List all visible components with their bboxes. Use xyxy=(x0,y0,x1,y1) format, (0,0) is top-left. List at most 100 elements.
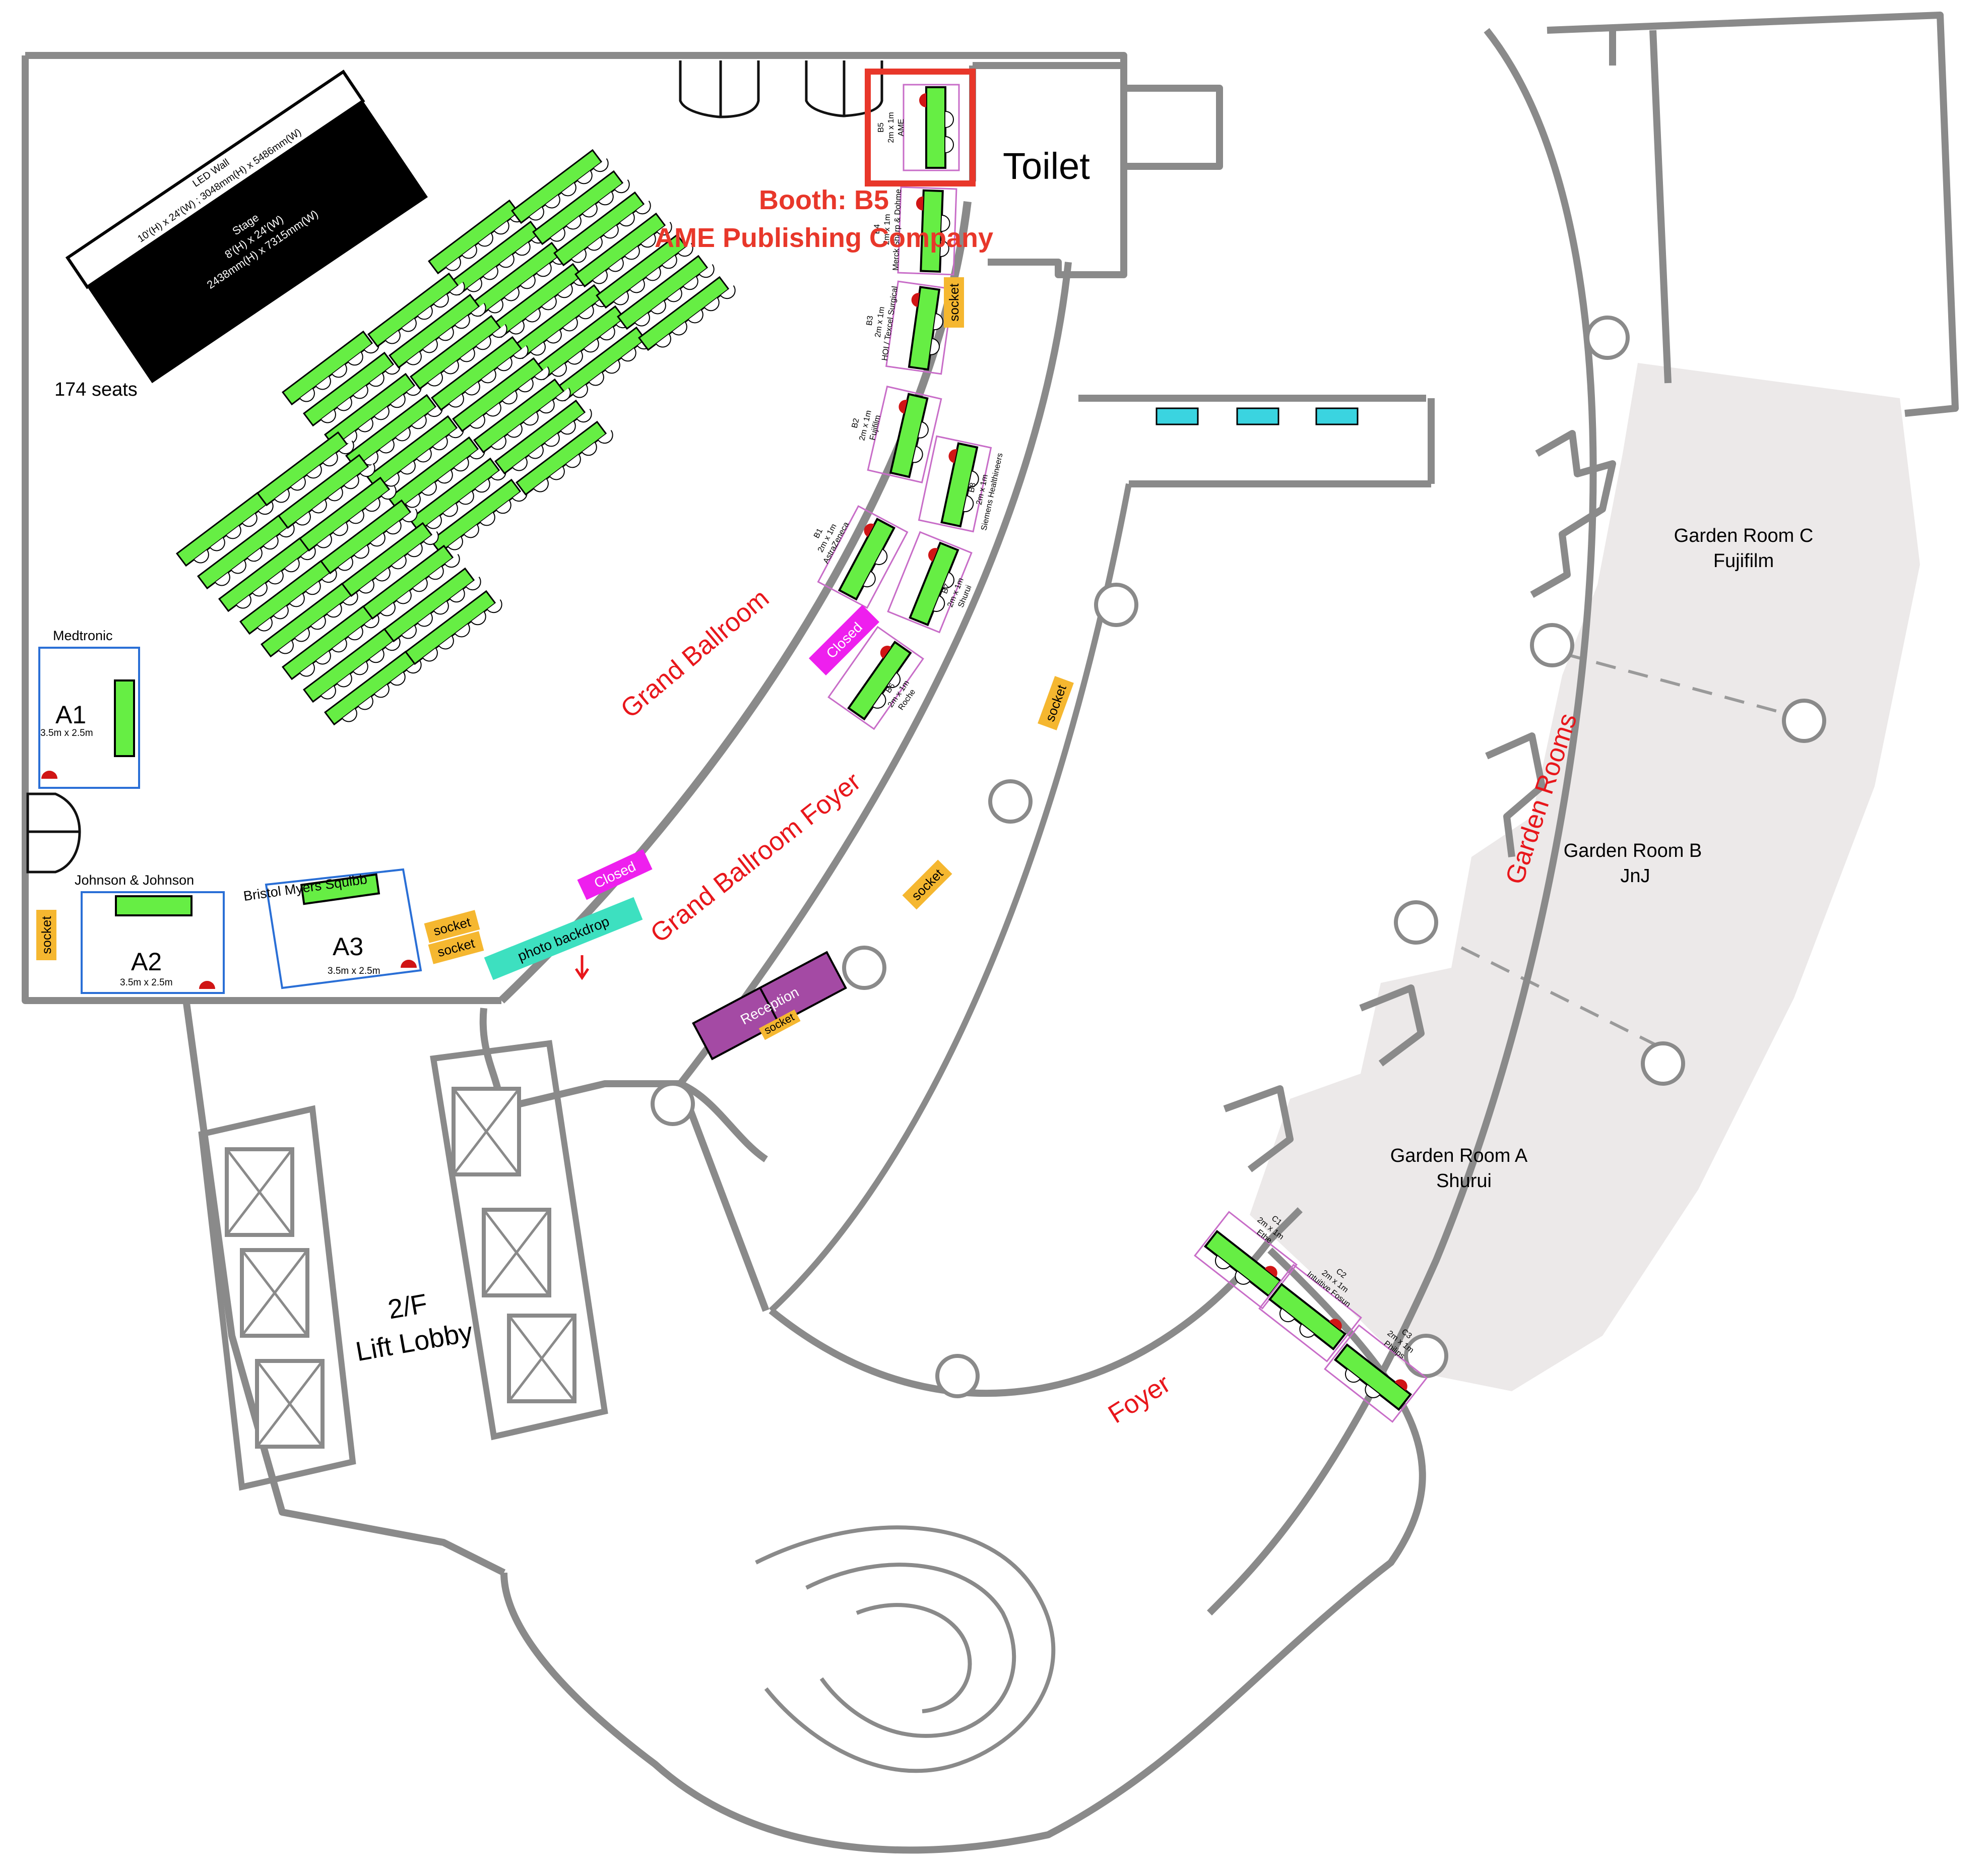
booth-chair xyxy=(1365,1384,1380,1398)
booth-chair xyxy=(942,572,954,589)
booth-b4-text-1: 2m x 1m xyxy=(882,214,892,245)
booth-chair xyxy=(1345,1369,1361,1383)
booth-a1-size: 3.5m x 2.5m xyxy=(40,728,93,738)
garden-room-b-sponsor: JnJ xyxy=(1620,865,1650,887)
seat-row-20 xyxy=(409,457,506,533)
seat-row-29 xyxy=(516,420,613,496)
lift-lobby xyxy=(198,1040,608,1491)
booth-b3-text-0: B3 xyxy=(865,315,875,326)
seat-row-24 xyxy=(410,315,507,390)
seat-row-13 xyxy=(638,276,736,351)
booth-outline xyxy=(817,505,909,609)
booth-b5-text-0: B5 xyxy=(877,122,885,133)
seat-row-8 xyxy=(532,170,630,245)
garden-room-c[interactable]: Garden Room C Fujifilm xyxy=(1674,525,1814,572)
foyer-label: Foyer xyxy=(1103,1369,1175,1430)
booth-outline xyxy=(1324,1324,1428,1423)
garden-room-a-name: Garden Room A xyxy=(1390,1145,1528,1166)
booth-chair xyxy=(933,595,945,612)
exhibitor-chair-icon xyxy=(911,293,920,307)
booth-chair xyxy=(912,446,923,463)
seat-row-38 xyxy=(256,431,354,507)
booth-a2[interactable]: Johnson & Johnson A2 3.5m x 2.5m xyxy=(75,873,225,994)
garden-room-a[interactable]: Garden Room A Shurui xyxy=(1390,1145,1528,1192)
reception-desk: socket Reception xyxy=(692,951,847,1061)
booth-table xyxy=(1268,1283,1347,1351)
booth-outline xyxy=(885,280,954,375)
seating-area xyxy=(176,149,736,726)
seat-row-41 xyxy=(320,499,418,575)
garden-room-c-sponsor: Fujifilm xyxy=(1713,550,1774,572)
booth-chair xyxy=(930,338,940,355)
booth-b4-text-2: Merck Sharp & Dohme xyxy=(891,189,903,271)
toilet-label: Toilet xyxy=(1003,145,1090,187)
booth-b5-text-2: AME xyxy=(897,119,906,137)
svg-text:photo backdrop: photo backdrop xyxy=(516,913,612,964)
seat-row-11 xyxy=(596,233,693,309)
exhibitor-chair-icon xyxy=(899,400,908,414)
garden-rooms-area xyxy=(1250,363,1920,1391)
seat-row-22 xyxy=(367,272,465,348)
highlight-box xyxy=(865,69,976,187)
booth-outline xyxy=(867,386,942,483)
booth-chair xyxy=(963,495,974,513)
lift-lobby-label: Lift Lobby xyxy=(353,1317,475,1367)
booth-outline xyxy=(897,186,957,276)
socket-3: socket xyxy=(902,859,952,910)
seat-row-28 xyxy=(494,399,592,475)
booth-chair xyxy=(945,111,954,128)
socket-1: socket xyxy=(944,277,964,328)
booth-chair xyxy=(918,421,929,439)
booth-a2-id: A2 xyxy=(131,948,162,976)
exhibitor-chair-icon xyxy=(916,196,924,211)
svg-text:socket: socket xyxy=(946,283,961,322)
booth-outline xyxy=(827,626,924,730)
booth-outline xyxy=(887,531,973,634)
garden-room-b[interactable]: Garden Room B JnJ xyxy=(1564,840,1702,887)
booth-a1[interactable]: Medtronic A1 3.5m x 2.5m xyxy=(38,628,140,789)
booth-table xyxy=(925,86,946,169)
seat-row-36 xyxy=(303,628,401,703)
booth-a3[interactable]: Bristol Myers Squibb A3 3.5m x 2.5m xyxy=(242,868,422,989)
exhibitor-chair-icon xyxy=(880,646,891,659)
booth-outline xyxy=(903,84,960,171)
garden-room-b-name: Garden Room B xyxy=(1564,840,1702,861)
seat-row-26 xyxy=(452,357,550,432)
seat-row-44 xyxy=(383,567,481,643)
seat-row-43 xyxy=(362,544,460,620)
booth-b5-text-1: 2m x 1m xyxy=(887,112,895,143)
seat-row-25 xyxy=(431,336,529,411)
cyan-markers xyxy=(1156,407,1359,425)
seat-row-21 xyxy=(430,478,528,554)
booth-chair xyxy=(940,239,949,257)
seat-row-45 xyxy=(405,590,502,665)
booth-chair xyxy=(1235,1271,1250,1285)
socket-4: socket xyxy=(36,910,56,960)
booth-chair xyxy=(1299,1324,1315,1338)
garden-room-c-name: Garden Room C xyxy=(1674,525,1814,546)
seat-row-23 xyxy=(389,293,486,369)
seat-row-9 xyxy=(553,191,651,267)
seat-row-7 xyxy=(511,149,609,224)
booth-chair xyxy=(863,571,876,588)
booth-chair xyxy=(872,693,886,709)
booth-a3-size: 3.5m x 2.5m xyxy=(328,966,380,976)
booth-a1-company: Medtronic xyxy=(53,628,113,643)
seat-row-42 xyxy=(341,522,439,597)
seat-row-31 xyxy=(197,514,295,590)
svg-text:socket: socket xyxy=(39,916,54,954)
staircase xyxy=(755,1525,1056,1773)
exhibitor-chair-icon xyxy=(928,548,938,562)
booth-outline xyxy=(1258,1264,1362,1362)
exhibitor-chair-icon xyxy=(1329,1319,1342,1330)
